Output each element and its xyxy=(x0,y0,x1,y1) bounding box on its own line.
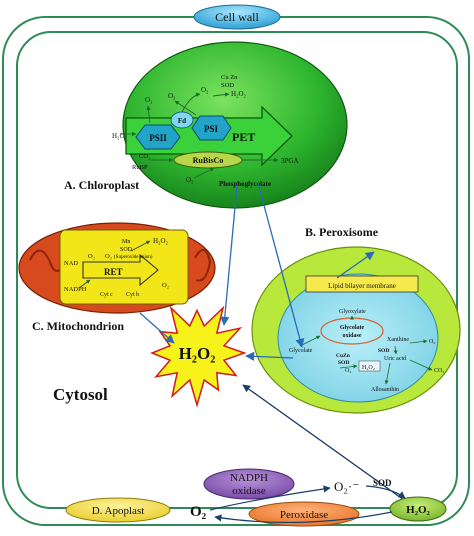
ret-label: RET xyxy=(104,267,123,277)
perox-sod: SOD xyxy=(378,348,389,354)
nadph-oxidase-line2: oxidase xyxy=(232,485,266,497)
perox-xanthine: Xanthine xyxy=(387,337,409,343)
chloro-h2o2: H₂O₂ xyxy=(231,90,247,98)
svg-text:Cell wall: Cell wall xyxy=(215,10,259,24)
perox-cuzn: CuZn xyxy=(336,353,350,359)
chloroplast: PET PSII PSI Fd RuBisCo O₂ O₂ O₂ H₂O₂ Cu… xyxy=(64,41,348,209)
nadph-oxidase-line1: NADPH xyxy=(230,472,268,484)
peroxisome-label: B. Peroxisome xyxy=(305,225,379,239)
mito-mn: Mn xyxy=(122,239,130,245)
mito-cytc: Cyt c xyxy=(100,292,113,298)
pet-label: PET xyxy=(232,130,255,144)
chloro-o2-a: O₂ xyxy=(145,96,153,104)
perox-allosanthin: Allosanthin xyxy=(371,387,399,393)
mitochondrion-label: C. Mitochondrion xyxy=(32,319,124,333)
peroxisome: Lipid bilayer membrane Glycolate oxidase… xyxy=(251,225,461,414)
apoplast-o2: O₂ xyxy=(190,504,207,520)
perox-o2-edge: O₂ xyxy=(429,339,435,345)
mito-sod: SOD xyxy=(120,247,133,253)
apoplast-oval xyxy=(65,497,171,523)
arrow-membrane-out xyxy=(336,251,375,279)
mito-h2o2: H₂O₂ xyxy=(153,237,169,245)
mito-nadph: NADPH xyxy=(64,286,87,293)
glycolate-oxidase-line1: Glycolate xyxy=(340,325,365,331)
fd-label: Fd xyxy=(178,117,186,125)
chloro-o2-c: O₂ xyxy=(201,86,209,94)
chloro-phosphoglycolate: Phosphoglycolate xyxy=(219,180,271,188)
h2o2-star: H₂O₂ xyxy=(149,305,247,408)
mito-nad: NAD xyxy=(64,260,78,267)
cell-membrane-inner xyxy=(16,31,458,509)
chloro-3pga: 3PGA xyxy=(281,157,299,165)
nadph-oxidase-oval xyxy=(203,468,295,500)
ret-arrow xyxy=(82,253,159,287)
mito-cytb: Cyt b xyxy=(126,292,139,298)
arrow-apoplast-to-h2o2 xyxy=(242,384,405,501)
apoplast-h2o2-label: H₂O₂ xyxy=(406,504,430,516)
perox-glycolate: Glycolate xyxy=(289,348,313,354)
membrane-label: Lipid bilayer membrane xyxy=(328,282,396,290)
mito-o2-c: O₂ xyxy=(162,282,169,289)
chloro-rubp: RuBP xyxy=(132,164,148,171)
mito-superoxide-anion: (Superoxide anion) xyxy=(114,255,153,260)
cytosol-label: Cytosol xyxy=(53,385,108,404)
arrow-chloro-to-peroxisome xyxy=(257,182,305,348)
chloro-sod: SOD xyxy=(221,82,234,89)
cell-wall-label: Cell wall xyxy=(193,4,281,30)
psi-label: PSI xyxy=(204,124,219,134)
apoplast-sod: SOD xyxy=(373,478,392,488)
glycolate-oxidase-line2: oxidase xyxy=(342,333,361,339)
mito-o2-b: O₂ xyxy=(105,253,112,260)
arrow-peroxisome-to-h2o2 xyxy=(245,351,294,361)
apoplast-superoxide: O₂·⁻ xyxy=(334,479,359,494)
h2o2-star-shape xyxy=(149,305,247,408)
perox-cuzn-sod: SOD xyxy=(338,360,349,366)
membrane-box xyxy=(305,275,419,293)
perox-h2o2: H₂O₂ xyxy=(362,365,375,371)
chloro-h2o: H₂O xyxy=(112,132,125,140)
chloro-o2-d: O₂ xyxy=(186,176,194,184)
arrow-mito-to-h2o2 xyxy=(139,312,175,344)
peroxidase-label: Peroxidase xyxy=(280,509,328,521)
h2o2-star-label: H₂O₂ xyxy=(179,344,216,363)
mito-o2-a: O₂ xyxy=(88,253,95,260)
chloro-o2-b: O₂ xyxy=(168,92,176,100)
rubisco-label: RuBisCo xyxy=(193,156,224,165)
chloro-cuzn: Cu Zn xyxy=(221,74,238,81)
perox-o2: O₂ xyxy=(345,368,351,374)
apoplast-h2o2-oval xyxy=(389,496,447,522)
perox-co2-edge: CO₂ xyxy=(434,368,444,374)
apoplast-label: D. Apoplast xyxy=(92,505,145,517)
psii-hexagon xyxy=(135,124,181,150)
perox-uric-acid: Uric acid xyxy=(384,356,406,362)
chloro-co2: CO₂ xyxy=(139,153,150,160)
apoplast-region: NADPH oxidase D. Apoplast Peroxidase H₂O… xyxy=(65,468,447,527)
perox-glyoxylate: Glyoxylate xyxy=(339,309,366,315)
chloroplast-label: A. Chloroplast xyxy=(64,178,139,192)
arrow-chloro-to-h2o2 xyxy=(220,185,238,326)
peroxisome-inner xyxy=(277,273,439,403)
mitochondrion: RET Mn SOD H₂O₂ O₂ O₂ (Superoxide anion)… xyxy=(18,222,216,333)
psi-hexagon xyxy=(191,115,232,141)
psii-label: PSII xyxy=(149,133,167,143)
